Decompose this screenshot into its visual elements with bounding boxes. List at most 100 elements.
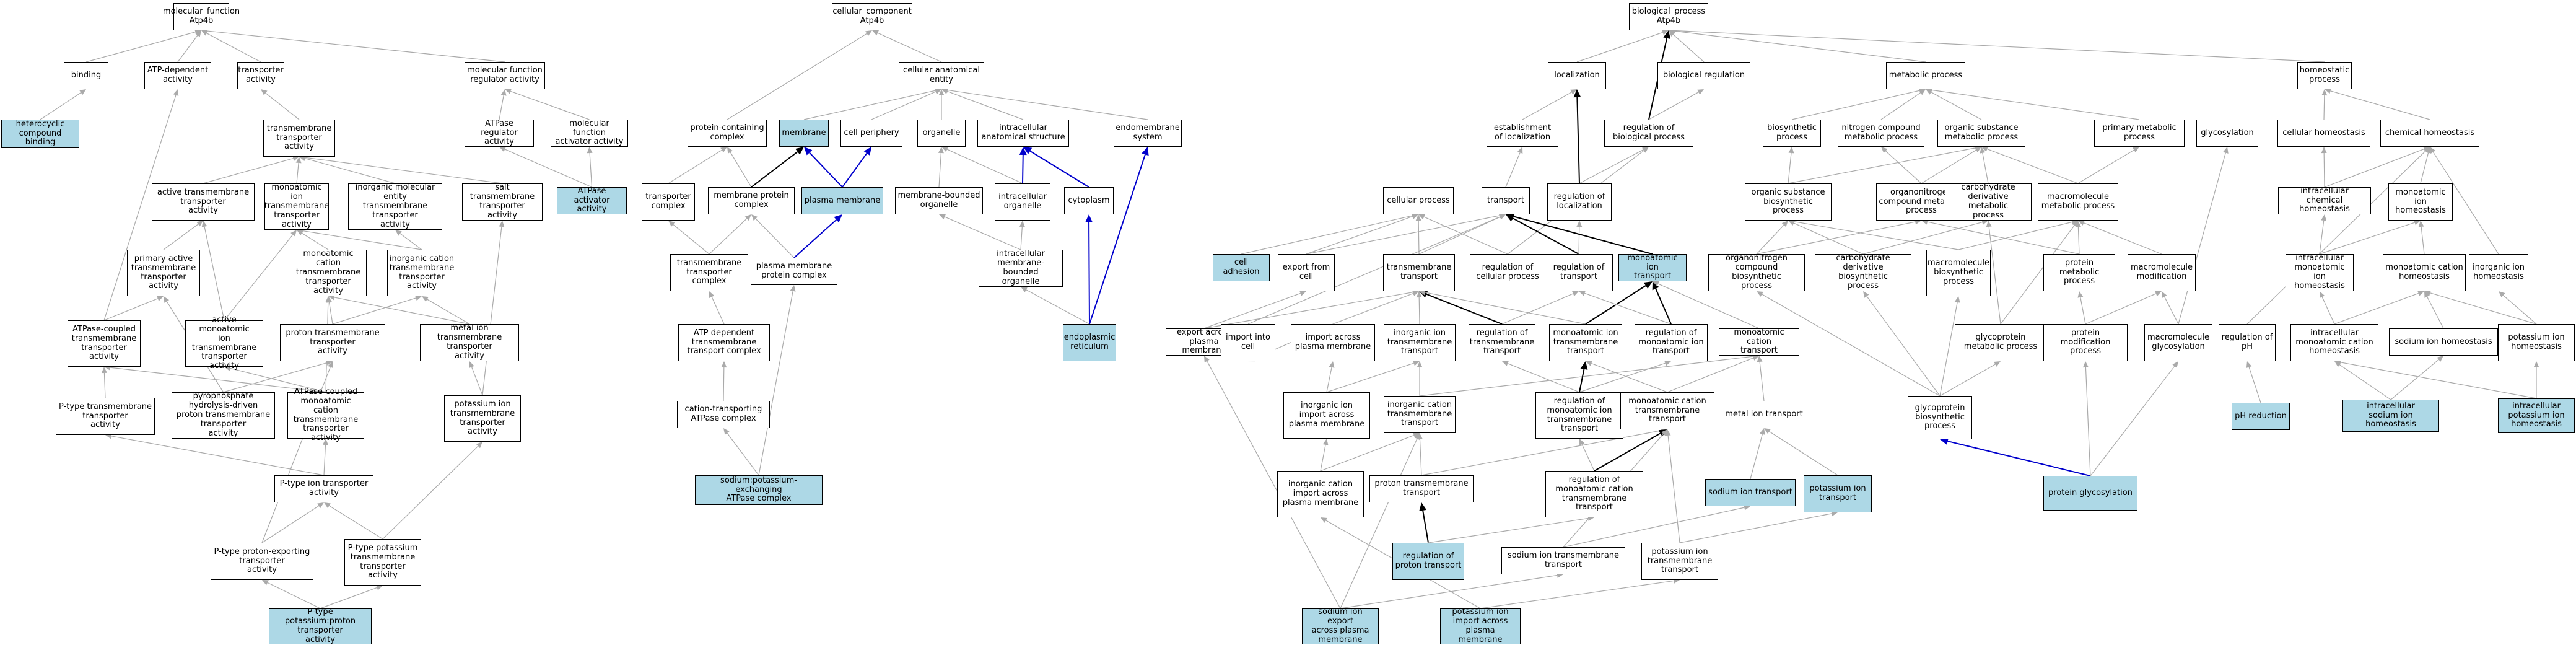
go-term-protein-met[interactable]: protein metabolic process xyxy=(2043,254,2115,291)
go-term-mono-ion-homeo[interactable]: monoatomic ion homeostasis xyxy=(2388,183,2453,221)
go-term-reg-localization[interactable]: regulation of localization xyxy=(1547,183,1612,221)
go-term-mf-activator[interactable]: molecular function activator activity xyxy=(551,119,628,147)
go-term-biosynthetic[interactable]: biosynthetic process xyxy=(1763,120,1821,147)
go-term-homeostatic[interactable]: homeostatic process xyxy=(2297,62,2352,89)
go-term-cation-atpase-cx[interactable]: cation-transporting ATPase complex xyxy=(677,401,770,428)
go-term-intracell-mono-cation-homeo[interactable]: intracellular monoatomic cation homeosta… xyxy=(2290,324,2378,361)
go-term-inorg-ion-import-pm[interactable]: inorganic ion import across plasma membr… xyxy=(1283,392,1370,439)
go-term-primary-met[interactable]: primary metabolic process xyxy=(2094,120,2185,147)
go-term-active-tm[interactable]: active transmembrane transporter activit… xyxy=(152,183,255,221)
go-term-carb-deriv-met[interactable]: carbohydrate derivative metabolic proces… xyxy=(1945,183,2032,221)
go-term-metabolic[interactable]: metabolic process xyxy=(1886,62,1965,89)
go-term-intracell-anat[interactable]: intracellular anatomical structure xyxy=(977,120,1069,147)
go-term-organelle[interactable]: organelle xyxy=(917,120,966,147)
go-term-org-sub-met[interactable]: organic substance metabolic process xyxy=(1937,120,2025,147)
go-term-glycoprotein-biosyn[interactable]: glycoprotein biosynthetic process xyxy=(1908,396,1972,439)
go-term-ptype-proton-exp[interactable]: P-type proton-exporting transporter acti… xyxy=(211,543,313,580)
go-term-import-into-cell[interactable]: import into cell xyxy=(1221,324,1275,361)
go-term-intracell-chem-homeo[interactable]: intracellular chemical homeostasis xyxy=(2278,186,2371,214)
go-term-reg-mono-cation-tm-transport[interactable]: regulation of monoatomic cation transmem… xyxy=(1545,471,1643,517)
go-term-metal-ion-tm[interactable]: metal ion transmembrane transporter acti… xyxy=(420,323,519,361)
go-term-protein-complex[interactable]: protein-containing complex xyxy=(688,120,767,147)
go-term-reg-cell-proc[interactable]: regulation of cellular process xyxy=(1470,254,1545,291)
go-term-membrane[interactable]: membrane xyxy=(779,120,829,147)
go-term-heterocyclic[interactable]: heterocyclic compound binding xyxy=(1,120,79,148)
go-term-atpase-reg[interactable]: ATPase regulator activity xyxy=(465,119,534,147)
go-term-glycoprotein-met[interactable]: glycoprotein metabolic process xyxy=(1955,324,2046,361)
go-term-atpase-activator[interactable]: ATPase activator activity xyxy=(557,186,627,214)
go-term-reg-tm-transport[interactable]: regulation of transmembrane transport xyxy=(1469,324,1535,361)
go-term-bp-root[interactable]: biological_process Atp4b xyxy=(1629,3,1708,30)
go-term-reg-proton-transport[interactable]: regulation of proton transport xyxy=(1392,543,1464,580)
go-term-transport[interactable]: transport xyxy=(1482,187,1530,214)
go-term-potassium-tm[interactable]: potassium ion transmembrane transporter … xyxy=(444,395,521,442)
go-term-carb-deriv-biosyn[interactable]: carbohydrate derivative biosynthetic pro… xyxy=(1815,253,1911,291)
go-term-monoatomic-ion-tm[interactable]: monoatomic ion transmembrane transporter… xyxy=(264,183,330,230)
go-term-reg-mono-ion-transport[interactable]: regulation of monoatomic ion transport xyxy=(1635,324,1708,361)
go-term-macromolecule-met[interactable]: macromolecule metabolic process xyxy=(2038,183,2118,221)
go-term-intracell-mb-org[interactable]: intracellular membrane-bounded organelle xyxy=(979,249,1063,287)
go-term-pm-protein-cx[interactable]: plasma membrane protein complex xyxy=(751,258,837,285)
go-term-na-tm-transport[interactable]: sodium ion transmembrane transport xyxy=(1501,547,1625,574)
go-term-intracell-na-homeo[interactable]: intracellular sodium ion homeostasis xyxy=(2342,400,2439,432)
go-term-inorg-cation-import-pm[interactable]: inorganic cation import across plasma me… xyxy=(1277,471,1364,517)
go-term-cellular-homeo[interactable]: cellular homeostasis xyxy=(2277,120,2370,147)
go-term-inorg-cation-tm[interactable]: inorganic cation transmembrane transport… xyxy=(387,250,456,296)
go-term-ph-reduction[interactable]: pH reduction xyxy=(2232,403,2290,430)
go-term-k-tm-transport[interactable]: potassium ion transmembrane transport xyxy=(1641,543,1718,580)
go-term-inorg-ion-tm-transport[interactable]: inorganic ion transmembrane transport xyxy=(1384,324,1456,361)
go-term-nitrogen-met[interactable]: nitrogen compound metabolic process xyxy=(1838,120,1924,147)
go-term-endomembrane[interactable]: endomembrane system xyxy=(1114,120,1182,147)
go-term-sodium-homeo[interactable]: sodium ion homeostasis xyxy=(2389,328,2498,356)
go-term-bio-reg[interactable]: biological regulation xyxy=(1657,62,1750,89)
go-term-mono-cation-tm-transport[interactable]: monoatomic cation transmembrane transpor… xyxy=(1620,392,1714,429)
go-term-org-sub-biosyn[interactable]: organic substance biosynthetic process xyxy=(1745,183,1832,221)
go-term-protein-mod[interactable]: protein modification process xyxy=(2043,324,2128,361)
go-term-na-k-atpase[interactable]: sodium:potassium-exchanging ATPase compl… xyxy=(695,475,823,505)
go-term-cc-root[interactable]: cellular_component Atp4b xyxy=(832,3,912,30)
go-term-binding[interactable]: binding xyxy=(64,62,108,89)
go-term-plasma-membrane[interactable]: plasma membrane xyxy=(801,187,883,214)
go-term-inorg-mol-tm[interactable]: inorganic molecular entity transmembrane… xyxy=(348,183,442,230)
go-term-atp-dep-tm-cx[interactable]: ATP dependent transmembrane transport co… xyxy=(678,324,770,361)
go-term-ptype-tm[interactable]: P-type transmembrane transporter activit… xyxy=(56,398,155,435)
go-term-import-across-pm[interactable]: import across plasma membrane xyxy=(1291,324,1375,361)
go-term-salt-tm[interactable]: salt transmembrane transporter activity xyxy=(462,183,543,221)
go-term-metal-ion-transport[interactable]: metal ion transport xyxy=(1721,401,1807,428)
go-term-pyrophosphate[interactable]: pyrophosphate hydrolysis-driven proton t… xyxy=(172,392,275,439)
go-term-ptype-ion[interactable]: P-type ion transporter activity xyxy=(274,475,373,502)
go-term-potassium-homeo[interactable]: potassium ion homeostasis xyxy=(2498,324,2575,361)
go-term-sodium-transport[interactable]: sodium ion transport xyxy=(1705,479,1796,506)
go-term-primary-active[interactable]: primary active transmembrane transporter… xyxy=(127,250,200,296)
go-term-ptype-k-proton[interactable]: P-type potassium:proton transporter acti… xyxy=(269,607,372,644)
go-term-reg-transport[interactable]: regulation of transport xyxy=(1545,254,1613,291)
go-term-cell-adhesion[interactable]: cell adhesion xyxy=(1213,254,1270,281)
go-term-cell-periphery[interactable]: cell periphery xyxy=(840,120,902,147)
go-term-k-import-pm[interactable]: potassium ion import across plasma membr… xyxy=(1440,607,1521,644)
go-term-na-export-pm[interactable]: sodium ion export across plasma membrane xyxy=(1302,607,1379,644)
go-term-glycosylation[interactable]: glycosylation xyxy=(2196,120,2258,147)
go-term-tm-transporter-cx[interactable]: transmembrane transporter complex xyxy=(670,254,748,291)
go-term-macromolecule-mod[interactable]: macromolecule modification xyxy=(2128,254,2196,291)
go-term-mono-cation-tm[interactable]: monoatomic cation transmembrane transpor… xyxy=(290,249,367,296)
go-term-membrane-bounded[interactable]: membrane-bounded organelle xyxy=(895,187,983,214)
go-term-atpase-mono-cation[interactable]: ATPase-coupled monoatomic cation transme… xyxy=(287,387,364,442)
go-term-reg-mono-ion-tm-transport[interactable]: regulation of monoatomic ion transmembra… xyxy=(1535,392,1623,439)
go-term-mf-root[interactable]: molecular_function Atp4b xyxy=(163,3,240,30)
go-term-macromolecule-biosyn[interactable]: macromolecule biosynthetic process xyxy=(1926,250,1991,296)
go-term-establish-loc[interactable]: establishment of localization xyxy=(1487,120,1558,147)
go-term-export-from-cell[interactable]: export from cell xyxy=(1278,254,1335,291)
go-term-cytoplasm[interactable]: cytoplasm xyxy=(1064,187,1114,214)
go-term-organonitrogen-biosyn[interactable]: organonitrogen compound biosynthetic pro… xyxy=(1708,253,1805,291)
go-term-reg-bio-proc[interactable]: regulation of biological process xyxy=(1604,120,1693,147)
go-term-mf-reg[interactable]: molecular function regulator activity xyxy=(465,62,545,89)
go-term-tm-transport[interactable]: transmembrane transport xyxy=(1383,254,1455,291)
go-term-atp-dep[interactable]: ATP-dependent activity xyxy=(144,62,211,89)
go-term-transporter[interactable]: transporter activity xyxy=(237,62,284,89)
go-term-tm-transporter[interactable]: transmembrane transporter activity xyxy=(263,120,335,157)
go-term-localization[interactable]: localization xyxy=(1548,62,1606,89)
go-term-cell-anat[interactable]: cellular anatomical entity xyxy=(899,62,984,89)
go-term-cellular-process[interactable]: cellular process xyxy=(1383,187,1454,214)
go-term-mono-cation-homeo[interactable]: monoatomic cation homeostasis xyxy=(2383,254,2466,291)
go-term-reg-ph[interactable]: regulation of pH xyxy=(2219,324,2276,361)
